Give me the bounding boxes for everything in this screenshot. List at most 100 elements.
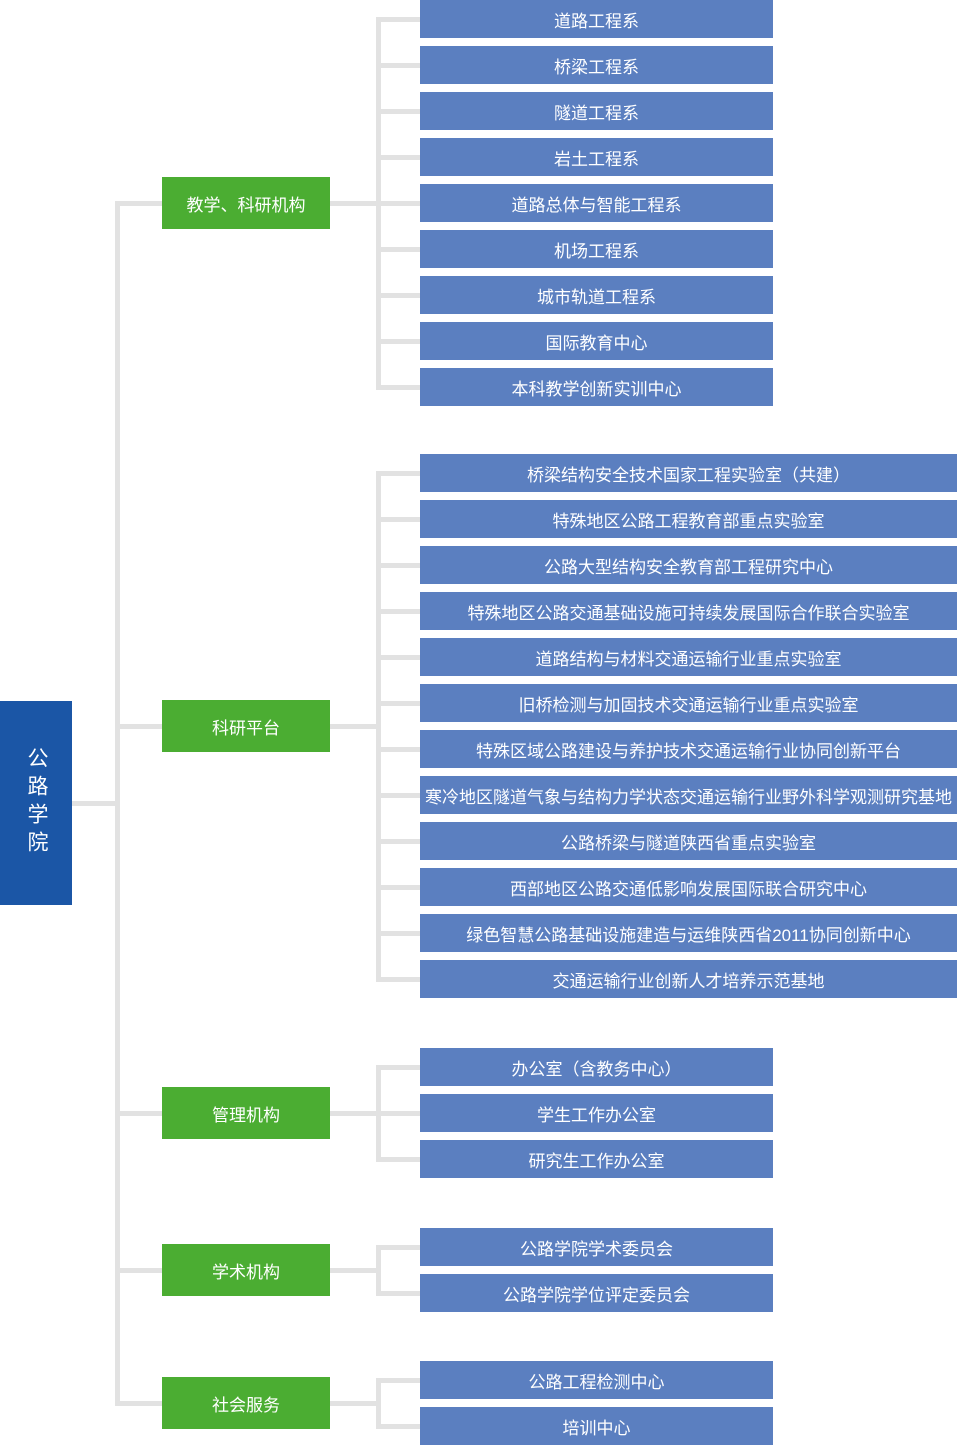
org-item: 旧桥检测与加固技术交通运输行业重点实验室 (420, 684, 957, 722)
org-item-label: 本科教学创新实训中心 (511, 379, 682, 399)
org-item: 公路工程检测中心 (420, 1361, 773, 1399)
org-item-label: 西部地区公路交通低影响发展国际联合研究中心 (510, 879, 867, 899)
connector-item-stub (376, 885, 420, 890)
category-box: 学术机构 (162, 1244, 330, 1296)
org-item: 绿色智慧公路基础设施建造与运维陕西省2011协同创新中心 (420, 914, 957, 952)
connector-bracket (376, 1245, 381, 1296)
org-item: 交通运输行业创新人才培养示范基地 (420, 960, 957, 998)
connector-item-stub (376, 201, 420, 206)
connector-item-stub (376, 931, 420, 936)
org-item-label: 国际教育中心 (545, 333, 648, 353)
connector-item-stub (376, 17, 420, 22)
connector-category-stub (115, 1268, 162, 1273)
category-box: 社会服务 (162, 1377, 330, 1429)
org-item: 桥梁结构安全技术国家工程实验室（共建） (420, 454, 957, 492)
org-item-label: 绿色智慧公路基础设施建造与运维陕西省2011协同创新中心 (466, 925, 911, 945)
connector-category-to-bracket (330, 1401, 381, 1406)
org-item-label: 城市轨道工程系 (537, 287, 656, 307)
category-label: 教学、科研机构 (186, 195, 306, 215)
org-item: 机场工程系 (420, 230, 773, 268)
category-label: 学术机构 (212, 1262, 280, 1282)
org-item: 特殊区域公路建设与养护技术交通运输行业协同创新平台 (420, 730, 957, 768)
connector-bracket (376, 1065, 381, 1162)
org-item-label: 机场工程系 (554, 241, 639, 261)
category-label: 科研平台 (212, 718, 280, 738)
connector-category-stub (115, 1111, 162, 1116)
connector-item-stub (376, 63, 420, 68)
org-item-label: 公路大型结构安全教育部工程研究中心 (544, 557, 833, 577)
org-item-label: 隧道工程系 (554, 103, 639, 123)
org-item-label: 培训中心 (562, 1418, 631, 1438)
org-item-label: 特殊区域公路建设与养护技术交通运输行业协同创新平台 (476, 741, 901, 761)
connector-item-stub (376, 293, 420, 298)
org-item-label: 办公室（含教务中心） (511, 1059, 682, 1079)
connector-category-to-bracket (330, 201, 381, 206)
connector-item-stub (376, 747, 420, 752)
connector-item-stub (376, 155, 420, 160)
connector-category-to-bracket (330, 724, 381, 729)
category-box: 管理机构 (162, 1087, 330, 1139)
org-item-label: 旧桥检测与加固技术交通运输行业重点实验室 (518, 695, 859, 715)
connector-item-stub (376, 1065, 420, 1070)
connector-category-to-bracket (330, 1111, 381, 1116)
org-item: 公路大型结构安全教育部工程研究中心 (420, 546, 957, 584)
org-item-label: 特殊地区公路交通基础设施可持续发展国际合作联合实验室 (467, 603, 910, 623)
org-item-label: 交通运输行业创新人才培养示范基地 (552, 971, 825, 991)
org-item-label: 公路学院学术委员会 (520, 1239, 673, 1259)
org-item-label: 岩土工程系 (554, 149, 639, 169)
org-item: 道路总体与智能工程系 (420, 184, 773, 222)
connector-category-stub (115, 724, 162, 729)
category-label: 社会服务 (212, 1395, 280, 1415)
org-item-label: 道路总体与智能工程系 (511, 195, 682, 215)
root-node: 公路学院 (0, 701, 72, 905)
org-item: 道路工程系 (420, 0, 773, 38)
connector-bracket (376, 471, 381, 982)
org-item: 寒冷地区隧道气象与结构力学状态交通运输行业野外科学观测研究基地 (420, 776, 957, 814)
org-item: 西部地区公路交通低影响发展国际联合研究中心 (420, 868, 957, 906)
connector-item-stub (376, 339, 420, 344)
org-item: 岩土工程系 (420, 138, 773, 176)
org-item: 办公室（含教务中心） (420, 1048, 773, 1086)
org-item-label: 研究生工作办公室 (528, 1151, 665, 1171)
category-box: 科研平台 (162, 700, 330, 752)
org-item-label: 道路工程系 (554, 11, 639, 31)
org-item: 特殊地区公路工程教育部重点实验室 (420, 500, 957, 538)
connector-item-stub (376, 247, 420, 252)
connector-root-stub (72, 801, 120, 806)
org-item-label: 公路工程检测中心 (528, 1372, 665, 1392)
connector-item-stub (376, 471, 420, 476)
org-item-label: 道路结构与材料交通运输行业重点实验室 (535, 649, 842, 669)
connector-item-stub (376, 977, 420, 982)
org-item-label: 特殊地区公路工程教育部重点实验室 (552, 511, 825, 531)
connector-bracket (376, 17, 381, 390)
org-item-label: 寒冷地区隧道气象与结构力学状态交通运输行业野外科学观测研究基地 (425, 787, 952, 807)
org-item: 特殊地区公路交通基础设施可持续发展国际合作联合实验室 (420, 592, 957, 630)
org-item: 道路结构与材料交通运输行业重点实验室 (420, 638, 957, 676)
connector-category-stub (115, 1401, 162, 1406)
org-item: 隧道工程系 (420, 92, 773, 130)
org-item-label: 公路桥梁与隧道陕西省重点实验室 (561, 833, 816, 853)
connector-item-stub (376, 385, 420, 390)
connector-item-stub (376, 609, 420, 614)
connector-item-stub (376, 839, 420, 844)
org-item: 城市轨道工程系 (420, 276, 773, 314)
connector-item-stub (376, 1291, 420, 1296)
connector-category-stub (115, 201, 162, 206)
connector-item-stub (376, 1245, 420, 1250)
org-item-label: 学生工作办公室 (537, 1105, 656, 1125)
connector-item-stub (376, 563, 420, 568)
connector-trunk (115, 201, 120, 1406)
connector-item-stub (376, 517, 420, 522)
connector-item-stub (376, 109, 420, 114)
org-item: 研究生工作办公室 (420, 1140, 773, 1178)
org-item: 公路桥梁与隧道陕西省重点实验室 (420, 822, 957, 860)
root-node-label: 公路学院 (25, 747, 48, 859)
org-item: 公路学院学术委员会 (420, 1228, 773, 1266)
connector-category-to-bracket (330, 1268, 381, 1273)
category-box: 教学、科研机构 (162, 177, 330, 229)
connector-item-stub (376, 1424, 420, 1429)
org-item: 公路学院学位评定委员会 (420, 1274, 773, 1312)
org-item: 培训中心 (420, 1407, 773, 1445)
org-item: 学生工作办公室 (420, 1094, 773, 1132)
